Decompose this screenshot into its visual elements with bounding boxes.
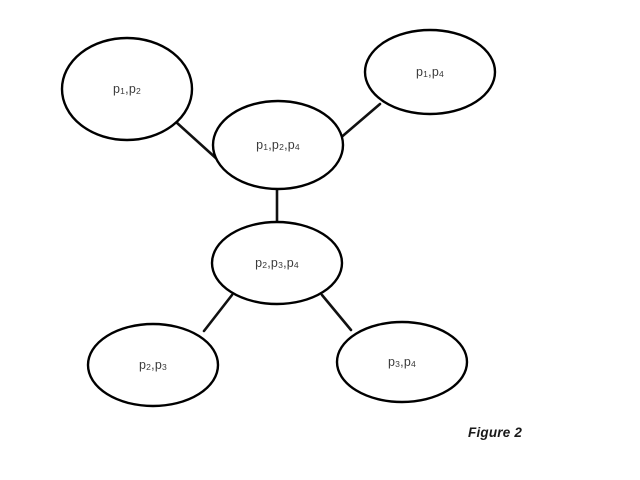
node-p2-p3-p4[interactable]: p2,p3,p4 — [210, 220, 344, 306]
node-p3-p4-label: p3,p4 — [388, 355, 416, 369]
node-p2-p3-label: p2,p3 — [139, 358, 167, 372]
node-p2-p3-p4-label: p2,p3,p4 — [255, 256, 299, 270]
edge-p2p3p4-to-p2p3 — [202, 293, 234, 333]
edge-p1p2-to-p1p2p4 — [174, 120, 220, 162]
node-p1-p4[interactable]: p1,p4 — [363, 28, 497, 116]
edge-p2p3p4-to-p3p4 — [320, 293, 353, 332]
edge-p1p2p4-to-p1p4 — [336, 102, 382, 142]
node-p1-p2[interactable]: p1,p2 — [60, 36, 194, 142]
node-p1-p2-shape[interactable] — [60, 36, 194, 142]
node-p1-p4-label: p1,p4 — [416, 65, 444, 79]
node-group: p1,p2 p1,p4 p1,p2,p4 p2,p3,p4 — [60, 28, 497, 408]
node-p1-p2-label: p1,p2 — [113, 82, 141, 96]
node-p3-p4[interactable]: p3,p4 — [335, 320, 469, 404]
node-p2-p3-shape[interactable] — [86, 322, 220, 408]
figure-caption: Figure 2 — [468, 425, 523, 440]
node-p1-p2-p4-label: p1,p2,p4 — [256, 138, 300, 152]
node-p3-p4-shape[interactable] — [335, 320, 469, 404]
node-p1-p4-shape[interactable] — [363, 28, 497, 116]
node-p2-p3[interactable]: p2,p3 — [86, 322, 220, 408]
node-p1-p2-p4[interactable]: p1,p2,p4 — [211, 99, 345, 191]
node-p1-p2-p4-shape[interactable] — [211, 99, 345, 191]
node-p2-p3-p4-shape[interactable] — [210, 220, 344, 306]
edge-group — [174, 102, 382, 333]
